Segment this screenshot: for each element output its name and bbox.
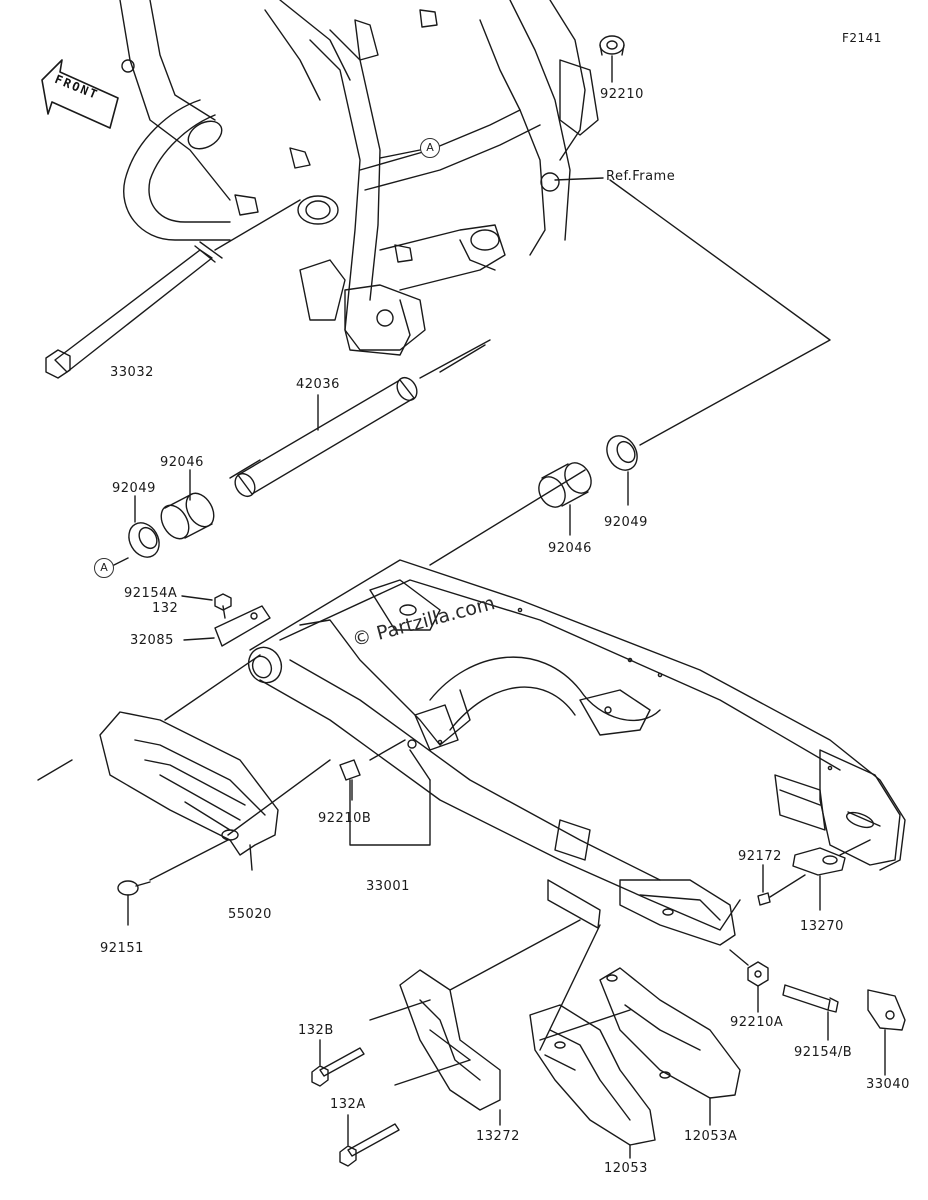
bolt-132A [339, 1114, 400, 1167]
chain-guide-55020 [99, 711, 331, 871]
frame-drawing [119, 0, 599, 356]
plate-13272 [369, 919, 581, 1126]
alignment-line-right [609, 179, 831, 446]
bearing-92046-left [160, 469, 215, 540]
bolt-92154A [181, 593, 232, 619]
part-92210-collar [599, 35, 625, 83]
label-13272: 13272 [476, 1129, 520, 1144]
label-132: 132 [152, 601, 179, 616]
label-92049-right: 92049 [604, 515, 648, 530]
alignment-line-left [164, 654, 261, 721]
nut-92210A [729, 949, 769, 1013]
bearing-92046-right [538, 462, 592, 536]
label-92210: 92210 [600, 87, 644, 102]
label-92046-left: 92046 [160, 455, 204, 470]
bolt-132B [311, 1039, 365, 1087]
bracket-32085 [183, 605, 271, 647]
label-92154B: 92154/B [794, 1045, 853, 1060]
bolt-92210B [339, 739, 406, 801]
label-92049-left: 92049 [112, 481, 156, 496]
bolt-92154B [782, 984, 839, 1041]
figure-id: F2141 [842, 31, 882, 45]
front-arrow-icon [41, 59, 119, 129]
label-92046-right: 92046 [548, 541, 592, 556]
plate-13270 [792, 839, 871, 911]
bolt-92151 [117, 839, 229, 926]
label-12053: 12053 [604, 1161, 648, 1176]
slider-12053A [599, 967, 741, 1126]
label-42036: 42036 [296, 377, 340, 392]
label-132B: 132B [298, 1023, 334, 1038]
seal-92049-right [606, 435, 638, 506]
label-33001: 33001 [366, 879, 410, 894]
swingarm-33001 [247, 559, 906, 946]
seal-92049-left [113, 495, 160, 566]
label-12053A: 12053A [684, 1129, 738, 1144]
label-92210B: 92210B [318, 811, 372, 826]
bracket-33040 [867, 989, 906, 1076]
label-32085: 32085 [130, 633, 174, 648]
alignment-line-mid [429, 469, 586, 566]
label-13270: 13270 [800, 919, 844, 934]
label-132A: 132A [330, 1097, 366, 1112]
label-ref-frame: Ref.Frame [606, 169, 676, 184]
label-92172: 92172 [738, 849, 782, 864]
callout-a-top: A [420, 138, 440, 158]
sleeve-42036 [229, 339, 491, 498]
pivot-bolt-33032 [45, 199, 301, 379]
label-33040: 33040 [866, 1077, 910, 1092]
label-55020: 55020 [228, 907, 272, 922]
label-33032: 33032 [110, 365, 154, 380]
alignment-arrow-left [37, 759, 73, 781]
callout-a-left: A [94, 558, 114, 578]
label-92151: 92151 [100, 941, 144, 956]
label-92210A: 92210A [730, 1015, 784, 1030]
screw-92172 [757, 864, 806, 906]
slider-12053 [529, 924, 656, 1159]
ref-frame-leader [554, 177, 604, 181]
label-92154A: 92154A [124, 586, 178, 601]
